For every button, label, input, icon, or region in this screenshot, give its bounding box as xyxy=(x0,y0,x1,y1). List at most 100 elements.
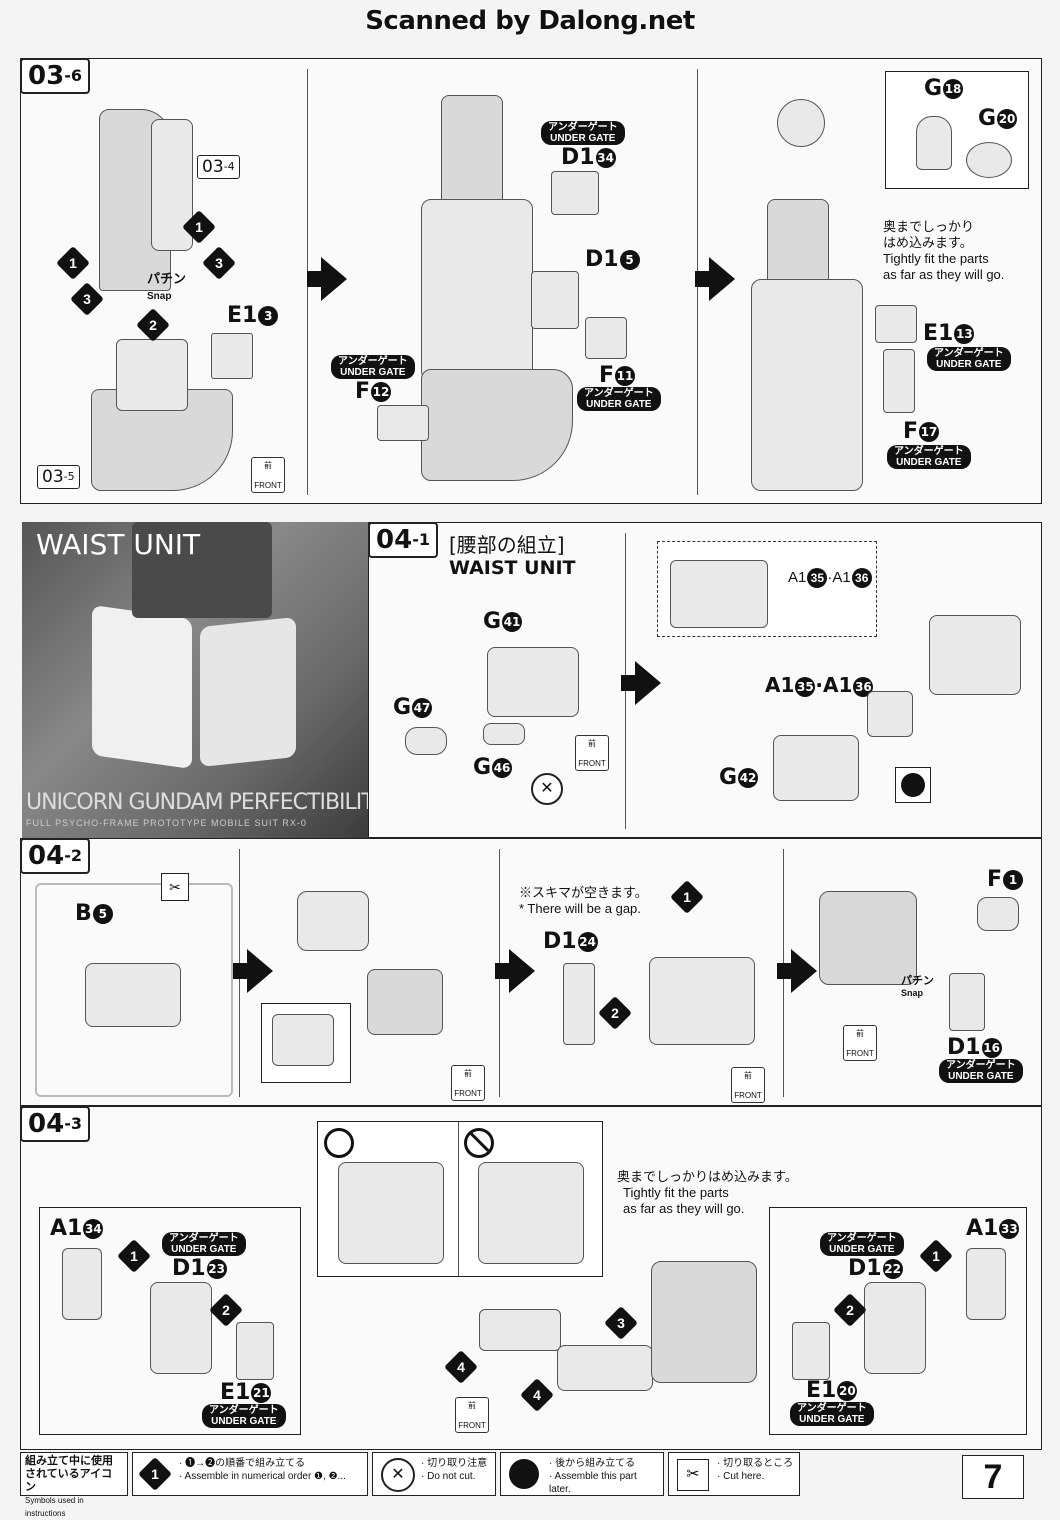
seq-4-icon: 4 xyxy=(520,1378,554,1412)
waist-assembly xyxy=(651,1261,757,1383)
ball-joint xyxy=(777,99,825,147)
part-d1-16 xyxy=(949,973,985,1031)
seq-1-icon: 1 xyxy=(182,210,216,244)
seq-3-icon: 3 xyxy=(202,246,236,280)
part-e1-13 xyxy=(875,305,917,343)
leg-part xyxy=(751,279,863,491)
joint-detail-incorrect xyxy=(478,1162,584,1264)
part-d1-5 xyxy=(531,271,579,329)
seq-2-icon: 2 xyxy=(833,1293,867,1327)
seq-1-icon: 1 xyxy=(117,1239,151,1273)
part-f1 xyxy=(977,897,1019,931)
legend-do-not-cut: ✕ · 切り取り注意 · Do not cut. xyxy=(372,1452,496,1496)
part-a1-35 xyxy=(867,691,913,737)
part-d1-24 xyxy=(563,963,595,1045)
do-not-cut-icon: ✕ xyxy=(381,1458,415,1492)
incorrect-icon xyxy=(464,1128,494,1158)
part-a1-33 xyxy=(966,1248,1006,1320)
next-step-arrow-icon xyxy=(777,949,817,993)
waist-frame xyxy=(670,560,768,628)
legend-title: 組み立て中に使用 されているアイコン Symbols used in instr… xyxy=(20,1452,128,1518)
step-number: 03 xyxy=(28,61,65,91)
part-f17 xyxy=(883,349,915,413)
product-name: UNICORN GUNDAM PERFECTIBILITY xyxy=(26,790,387,815)
ref-03-5: 03-5 xyxy=(37,465,80,489)
part-g18 xyxy=(916,116,952,170)
legend-assemble-later: · 後から組み立てる · Assemble this part later. xyxy=(500,1452,664,1496)
seq-1-icon: 1 xyxy=(670,880,704,914)
cut-here-icon: ✂ xyxy=(677,1459,709,1491)
leg-part xyxy=(421,199,533,381)
ankle-part xyxy=(116,339,188,411)
product-subtitle: FULL PSYCHO-FRAME PROTOTYPE MOBILE SUIT … xyxy=(26,818,307,828)
step-label: 04-3 xyxy=(20,1106,90,1142)
robot-body xyxy=(132,522,272,618)
part-d1-22 xyxy=(864,1282,926,1374)
runner-sprue xyxy=(35,883,233,1097)
part-d1-23 xyxy=(150,1282,212,1374)
step-label: 04-2 xyxy=(20,838,90,874)
seq-1-icon: 1 xyxy=(919,1239,953,1273)
waist-unit-photo xyxy=(22,522,368,838)
waist-armor xyxy=(92,604,192,770)
part-g42 xyxy=(773,735,859,801)
ref-03-4: 03-4 xyxy=(197,155,240,179)
waist-frame xyxy=(649,957,755,1045)
joint-detail-correct xyxy=(338,1162,444,1264)
part-e1-21 xyxy=(236,1322,274,1380)
do-not-cut-icon: ✕ xyxy=(531,773,563,805)
peg-detail xyxy=(272,1014,334,1066)
page-number: 7 xyxy=(962,1455,1024,1499)
section-title-en: WAIST UNIT xyxy=(449,557,576,579)
scan-header: Scanned by Dalong.net xyxy=(365,6,695,36)
part-e1-20 xyxy=(792,1322,830,1380)
next-step-arrow-icon xyxy=(307,257,347,301)
waist-unit-title: WAIST UNIT xyxy=(36,528,201,561)
cut-here-icon: ✂ xyxy=(161,873,189,901)
legend-cut-here: ✂ · 切り取るところ · Cut here. xyxy=(668,1452,800,1496)
correct-icon xyxy=(324,1128,354,1158)
waist-assembly xyxy=(819,891,917,985)
step-label: 03-6 xyxy=(20,58,90,94)
icon-legend: 組み立て中に使用 されているアイコン Symbols used in instr… xyxy=(20,1452,1040,1518)
next-step-arrow-icon xyxy=(695,257,735,301)
part-g41 xyxy=(487,647,579,717)
divider xyxy=(458,1122,459,1276)
step-sub: -6 xyxy=(64,66,82,85)
part-a1-34 xyxy=(62,1248,102,1320)
